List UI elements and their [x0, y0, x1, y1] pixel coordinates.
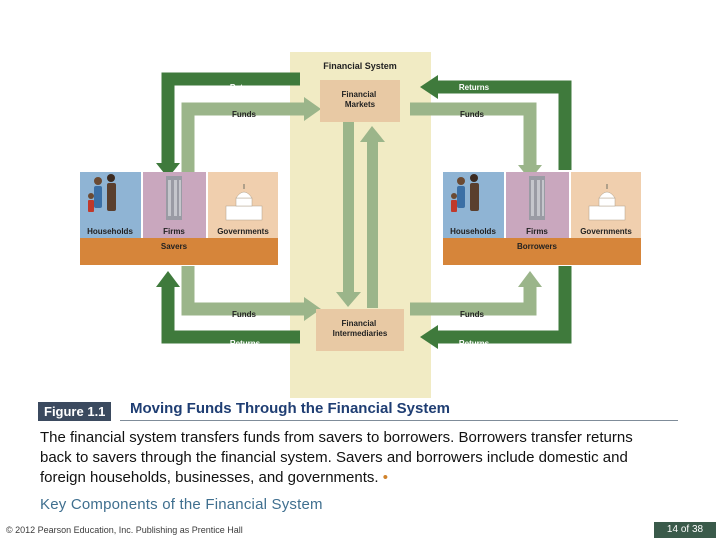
households-icon	[88, 174, 116, 212]
borrowers-households-label: Households	[450, 227, 496, 236]
borrowers-bar	[443, 238, 641, 265]
returns-arrowhead-bottom-left	[156, 271, 180, 287]
funds-arrowhead-bottom-left	[304, 297, 321, 321]
markets-to-intermediaries-arrowhead	[336, 292, 361, 307]
returns-arrow-bottom-right	[436, 266, 572, 344]
borrowers-firms-label: Firms	[526, 227, 548, 236]
savers-governments-label: Governments	[217, 227, 269, 236]
figure-caption: The financial system transfers funds fro…	[40, 428, 650, 488]
savers-bar	[80, 238, 278, 265]
borrowers-label: Borrowers	[517, 242, 558, 251]
funds-arrow-bottom-right	[410, 285, 537, 316]
funds-arrowhead-bottom-right	[518, 271, 542, 287]
page-number: 14 of 38	[654, 522, 716, 538]
returns-arrow-bottom-left	[161, 285, 300, 344]
intermediaries-to-markets-shaft	[367, 140, 378, 308]
borrowers-governments-label: Governments	[580, 227, 632, 236]
markets-to-intermediaries-shaft	[343, 122, 354, 296]
figure-title: Moving Funds Through the Financial Syste…	[130, 400, 451, 417]
financial-system-diagram: Financial System Returns Returns Funds F…	[80, 52, 641, 398]
returns-label-top-left: Returns	[230, 83, 261, 92]
intermediaries-to-markets-arrowhead	[360, 126, 385, 142]
households-icon	[451, 174, 479, 212]
figure-caption-text: The financial system transfers funds fro…	[40, 429, 633, 486]
savers-group: Households Firms Governments Savers	[80, 172, 278, 265]
financial-intermediaries-label: Financial Intermediaries	[333, 319, 388, 338]
financial-intermediaries-box	[316, 309, 404, 351]
figure-title-rule	[120, 420, 678, 421]
savers-households-label: Households	[87, 227, 133, 236]
returns-label-top-right: Returns	[459, 83, 490, 92]
funds-arrowhead-top-left	[304, 97, 321, 121]
building-icon	[166, 176, 182, 220]
copyright-notice: © 2012 Pearson Education, Inc. Publishin…	[6, 525, 243, 535]
borrowers-group: Households Firms Governments Borrowers	[443, 172, 641, 265]
caption-bullet: •	[382, 469, 388, 486]
financial-markets-label: Financial Markets	[342, 90, 379, 109]
returns-arrow-top-left	[161, 72, 300, 165]
savers-firms-label: Firms	[163, 227, 185, 236]
returns-label-bottom-left: Returns	[230, 339, 261, 348]
financial-markets-box	[320, 80, 400, 122]
figure-label: Figure 1.1	[38, 402, 112, 421]
returns-label-bottom-right: Returns	[459, 339, 490, 348]
funds-arrow-bottom-left	[181, 266, 305, 316]
financial-system-title: Financial System	[323, 61, 397, 71]
returns-arrowhead-top-left	[156, 163, 180, 178]
funds-label-bottom-left: Funds	[232, 310, 257, 319]
funds-arrow-top-left	[181, 102, 305, 172]
funds-label-top-right: Funds	[460, 110, 485, 119]
capitol-icon	[225, 184, 263, 221]
returns-arrowhead-bottom-right	[420, 325, 438, 349]
building-icon	[529, 176, 545, 220]
funds-label-top-left: Funds	[232, 110, 257, 119]
funds-label-bottom-right: Funds	[460, 310, 485, 319]
savers-label: Savers	[161, 242, 188, 251]
key-components-link[interactable]: Key Components of the Financial System	[40, 496, 323, 513]
returns-arrowhead-top-right	[420, 75, 438, 99]
returns-arrow-top-right	[436, 80, 572, 170]
funds-arrow-top-right	[410, 102, 537, 167]
capitol-icon	[588, 184, 626, 221]
